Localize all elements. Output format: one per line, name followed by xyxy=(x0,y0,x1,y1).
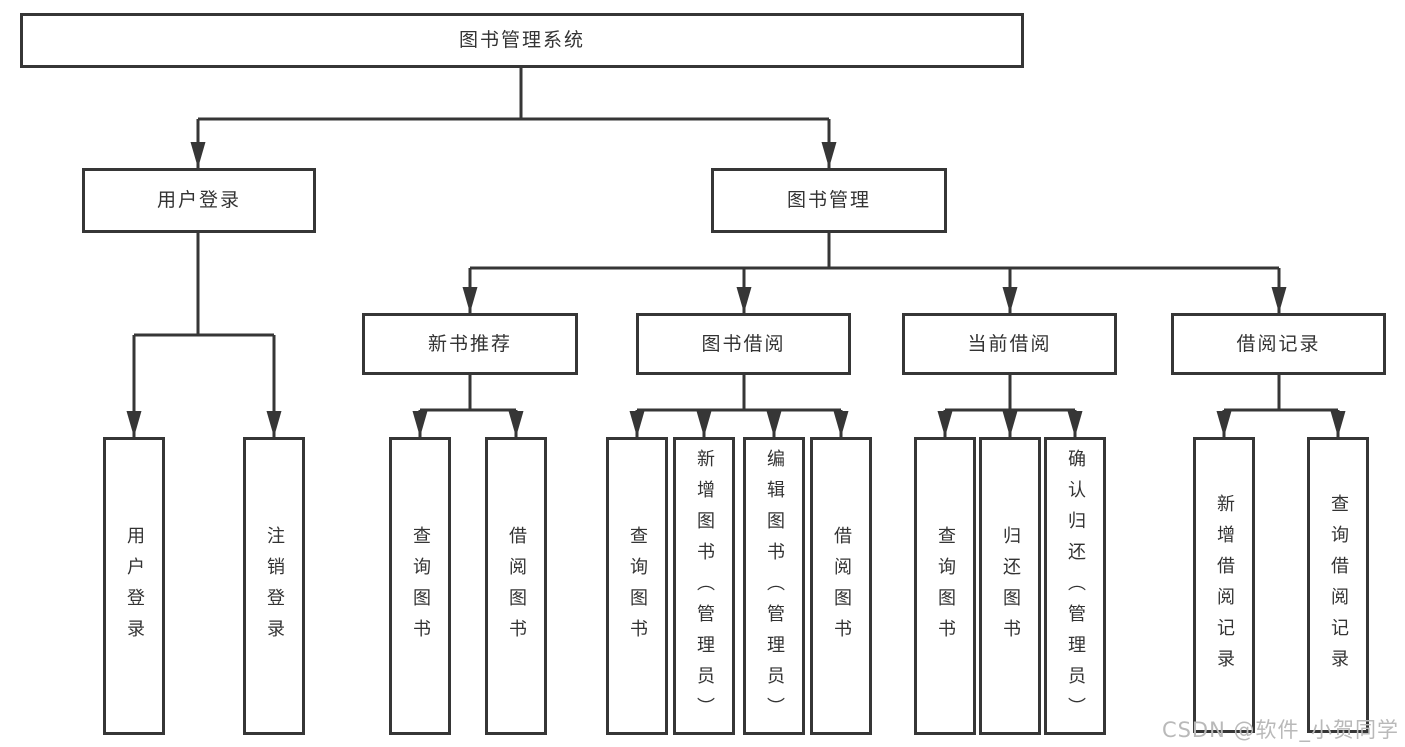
node-book-borrow: 图书借阅 xyxy=(636,313,851,375)
node-borrow-record: 借阅记录 xyxy=(1171,313,1386,375)
node-book-management: 图书管理 xyxy=(711,168,947,233)
leaf-edit-books-admin: 编辑图书（管理员） xyxy=(743,437,805,735)
leaf-query-borrow-record: 查询借阅记录 xyxy=(1307,437,1369,733)
leaf-confirm-return-admin: 确认归还（管理员） xyxy=(1044,437,1106,735)
leaf-borrow-books: 借阅图书 xyxy=(810,437,872,735)
leaf-add-books-admin: 新增图书（管理员） xyxy=(673,437,735,735)
node-new-book-recommend: 新书推荐 xyxy=(362,313,578,375)
csdn-watermark: CSDN @软件_小贺同学 xyxy=(1161,718,1399,742)
tree-edges xyxy=(132,68,1340,437)
arrowheads xyxy=(126,142,1346,437)
node-root: 图书管理系统 xyxy=(20,13,1024,68)
node-user-login: 用户登录 xyxy=(82,168,316,233)
leaf-user-login: 用户登录 xyxy=(103,437,165,735)
leaf-return-books: 归还图书 xyxy=(979,437,1041,735)
node-current-borrow: 当前借阅 xyxy=(902,313,1117,375)
leaf-add-borrow-record: 新增借阅记录 xyxy=(1193,437,1255,733)
leaf-newbook-query-books: 查询图书 xyxy=(389,437,451,735)
leaf-borrow-query-books: 查询图书 xyxy=(606,437,668,735)
leaf-current-query-books: 查询图书 xyxy=(914,437,976,735)
leaf-newbook-borrow-books: 借阅图书 xyxy=(485,437,547,735)
leaf-logout: 注销登录 xyxy=(243,437,305,735)
